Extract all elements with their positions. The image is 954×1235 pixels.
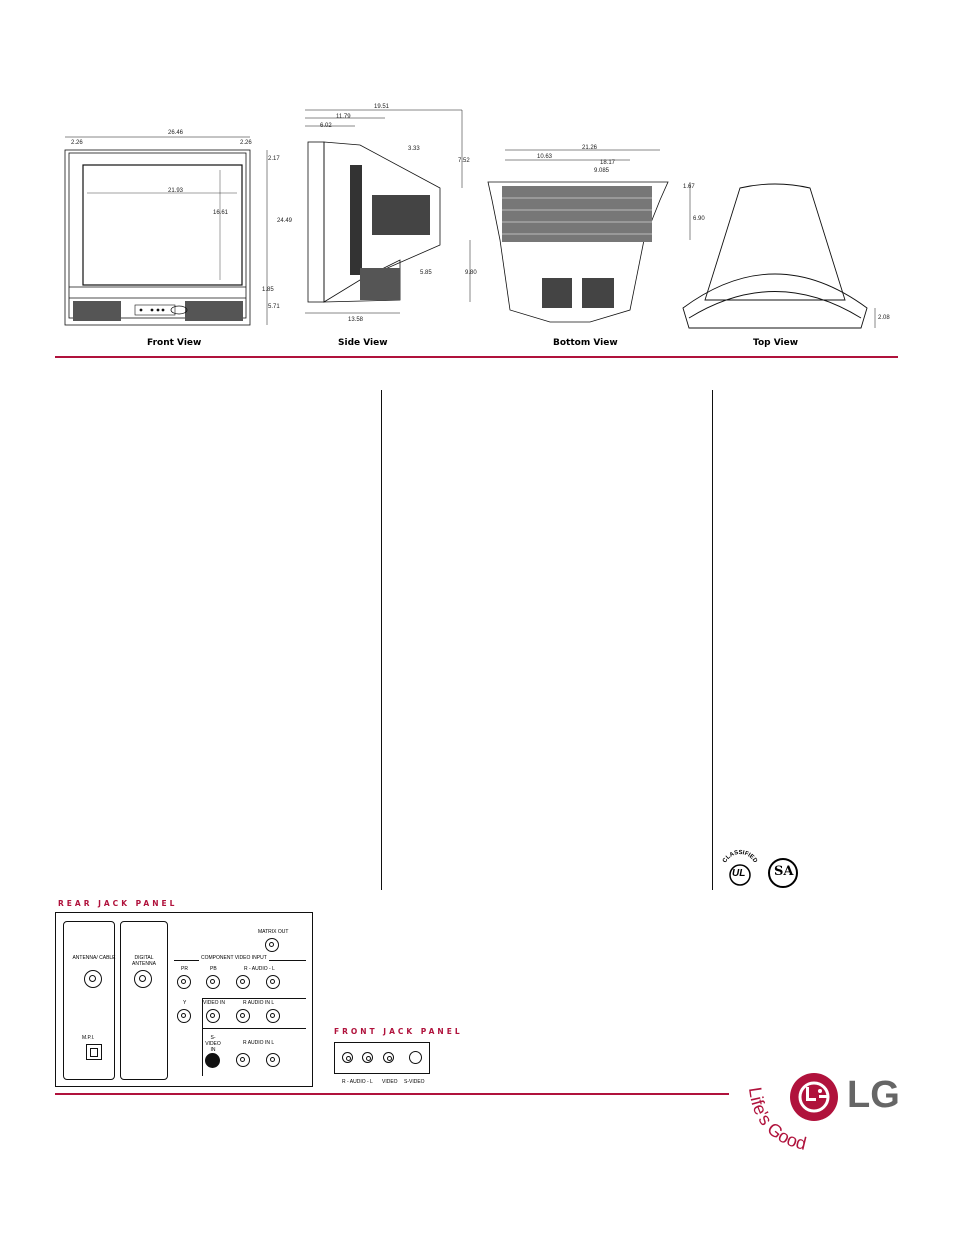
video-in-label: VIDEO IN: [203, 1000, 225, 1006]
front-audio-l-jack[interactable]: [362, 1052, 373, 1063]
front-audio-r-jack[interactable]: [342, 1052, 353, 1063]
matrix-out-jack[interactable]: [265, 938, 279, 952]
dim-side-c: 3.33: [408, 146, 420, 152]
csa-certification-logo: SA: [768, 858, 798, 888]
dim-front-right: 2.26: [240, 140, 252, 146]
pr-jack[interactable]: [177, 975, 191, 989]
dim-side-e: 5.85: [420, 270, 432, 276]
front-s-video-label: S-VIDEO: [404, 1079, 425, 1085]
front-video-label: VIDEO: [382, 1079, 398, 1085]
dim-front-height: 24.49: [277, 218, 293, 224]
dim-side-f: 9.80: [465, 270, 477, 276]
audio-in-1-r-jack[interactable]: [236, 1009, 250, 1023]
matrix-out-label: MATRIX OUT: [258, 929, 289, 935]
dim-side-g: 13.58: [348, 317, 364, 323]
mpi-port[interactable]: [86, 1044, 102, 1060]
lg-logo-mark: [790, 1073, 838, 1121]
digital-antenna-block: [120, 921, 168, 1080]
antenna-cable-jack[interactable]: [84, 970, 102, 988]
dim-bottom-d: 1.67: [683, 184, 695, 190]
dim-bottom-c: 9.085: [594, 168, 610, 174]
row-rule-v: [202, 998, 203, 1076]
dim-top-depth: 2.08: [878, 315, 890, 321]
s-video-in-jack[interactable]: [205, 1053, 220, 1068]
digital-antenna-jack[interactable]: [134, 970, 152, 988]
side-view-label: Side View: [338, 338, 388, 348]
dim-front-base: 1.85: [262, 287, 274, 293]
lg-wordmark: LG: [847, 1074, 900, 1116]
s-video-in-label: S-VIDEO IN: [205, 1035, 221, 1053]
front-view-label: Front View: [147, 338, 202, 348]
component-video-input-label: COMPONENT VIDEO INPUT: [199, 955, 269, 961]
front-video-jack[interactable]: [383, 1052, 394, 1063]
audio-in-2-l-jack[interactable]: [266, 1053, 280, 1067]
bottom-view-label: Bottom View: [553, 338, 618, 348]
digital-antenna-label: DIGITAL ANTENNA: [132, 955, 156, 967]
antenna-cable-label: ANTENNA/ CABLE: [72, 955, 116, 961]
audio-in-1-l-jack[interactable]: [266, 1009, 280, 1023]
dim-bottom-b: 18.17: [600, 160, 616, 166]
dim-bottom-e: 6.90: [693, 216, 705, 222]
audio-in-2-r-jack[interactable]: [236, 1053, 250, 1067]
dim-side-depth: 19.51: [374, 104, 390, 110]
audio-in-label-1: R AUDIO IN L: [243, 1000, 275, 1006]
audio-in-label-2: R AUDIO IN L: [243, 1040, 275, 1046]
y-label: Y: [183, 1000, 187, 1006]
front-view-drawing: [64, 136, 268, 326]
dim-bottom-width: 21.26: [582, 145, 598, 151]
video-in-jack[interactable]: [206, 1009, 220, 1023]
audio-lr-label: R - AUDIO - L: [244, 966, 275, 972]
pb-label: PB: [210, 966, 217, 972]
column-divider-right: [712, 390, 713, 890]
csa-mark: SA: [774, 864, 794, 879]
lifes-good-tagline: Life's Good: [745, 1086, 808, 1154]
component-audio-l-jack[interactable]: [266, 975, 280, 989]
rear-jack-panel-title: REAR JACK PANEL: [58, 899, 178, 908]
svg-text:Life's Good: Life's Good: [745, 1086, 808, 1154]
bottom-view-drawing: [487, 149, 691, 323]
dim-side-a: 11.79: [336, 114, 351, 120]
dim-front-screen-height: 16.61: [213, 210, 229, 216]
y-jack[interactable]: [177, 1009, 191, 1023]
svg-text:CLASSIFIED: CLASSIFIED: [722, 850, 758, 865]
dim-bottom-a: 10.63: [537, 154, 553, 160]
top-view-drawing: [682, 183, 876, 329]
dim-front-bottom: 5.71: [268, 304, 280, 310]
mpi-label: M.P.I.: [82, 1035, 95, 1041]
row-rule-2: [202, 1028, 306, 1029]
dim-front-top: 2.17: [268, 156, 280, 162]
dim-side-b: 6.02: [320, 123, 332, 129]
footer-divider: [55, 1093, 729, 1095]
pr-label: PR: [181, 966, 188, 972]
front-jack-panel: [334, 1042, 430, 1074]
pb-jack[interactable]: [206, 975, 220, 989]
front-jack-panel-title: FRONT JACK PANEL: [334, 1027, 463, 1036]
dim-front-width: 26.46: [168, 130, 184, 136]
top-view-label: Top View: [753, 338, 799, 348]
dim-side-d: 7.52: [458, 158, 470, 164]
side-view-drawing: [305, 109, 471, 314]
ul-certification-logo: CLASSIFIED UL: [718, 848, 762, 892]
antenna-cable-block: [63, 921, 115, 1080]
rear-jack-panel: [55, 912, 313, 1087]
dim-front-screen-width: 21.93: [168, 188, 184, 194]
component-audio-r-jack[interactable]: [236, 975, 250, 989]
ul-mark: UL: [732, 868, 746, 879]
dim-front-left: 2.26: [71, 140, 83, 146]
row-rule-1: [202, 998, 306, 999]
header-divider: [55, 356, 898, 358]
front-audio-label: R - AUDIO - L: [342, 1079, 373, 1085]
front-s-video-jack[interactable]: [409, 1051, 422, 1064]
column-divider-left: [381, 390, 382, 890]
